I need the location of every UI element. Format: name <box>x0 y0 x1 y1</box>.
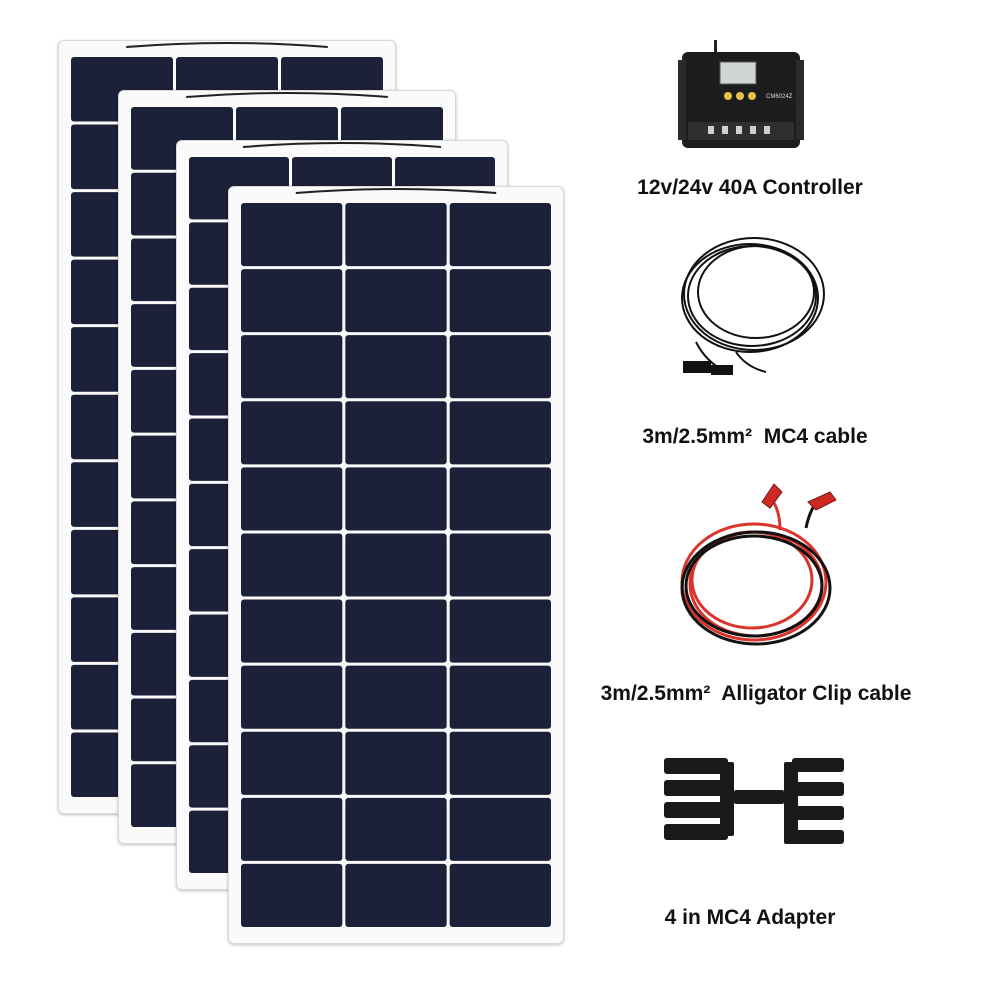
solar-cell <box>449 467 551 531</box>
solar-cell <box>345 401 447 465</box>
solar-cell <box>345 599 447 663</box>
solar-cell <box>241 731 343 795</box>
solar-cell <box>345 203 447 267</box>
solar-cell <box>241 665 343 729</box>
solar-cell <box>345 863 447 927</box>
solar-cell <box>241 401 343 465</box>
solar-cell <box>241 335 343 399</box>
solar-cell <box>241 599 343 663</box>
solar-cell <box>449 863 551 927</box>
solar-cell <box>241 533 343 597</box>
solar-cell <box>345 533 447 597</box>
solar-panel-4 <box>228 186 564 944</box>
solar-cell <box>241 863 343 927</box>
controller-label: 12v/24v 40A Controller <box>637 176 863 199</box>
solar-cell <box>449 269 551 333</box>
solar-cell <box>345 467 447 531</box>
panel-wire <box>186 92 388 98</box>
alligator-cable-label: 3m/2.5mm² Alligator Clip cable <box>600 682 912 705</box>
solar-cell <box>241 203 343 267</box>
panel-wire <box>295 188 497 194</box>
solar-cell <box>449 665 551 729</box>
solar-cell-grid <box>241 188 551 927</box>
solar-cell <box>241 269 343 333</box>
panel-wire <box>126 42 328 48</box>
solar-cell <box>345 269 447 333</box>
solar-cell <box>345 335 447 399</box>
alligator-clip-cable-icon <box>670 478 842 654</box>
solar-cell <box>449 203 551 267</box>
solar-cell <box>449 335 551 399</box>
panel-wire <box>242 142 442 148</box>
solar-cell <box>345 797 447 861</box>
mc4-adapter-icon <box>660 752 850 858</box>
solar-cell <box>449 599 551 663</box>
solar-cell <box>449 797 551 861</box>
mc4-cable-label: 3m/2.5mm² MC4 cable <box>642 425 868 448</box>
solar-cell <box>449 533 551 597</box>
solar-cell <box>241 467 343 531</box>
mc4-adapter-label: 4 in MC4 Adapter <box>664 906 836 929</box>
solar-cell <box>449 731 551 795</box>
solar-cell <box>449 401 551 465</box>
charge-controller-icon: CM6024Z <box>676 40 806 152</box>
controller-model-text: CM6024Z <box>766 94 793 100</box>
solar-cell <box>241 797 343 861</box>
solar-cell <box>345 665 447 729</box>
solar-cell <box>345 731 447 795</box>
mc4-cable-icon <box>676 232 826 382</box>
